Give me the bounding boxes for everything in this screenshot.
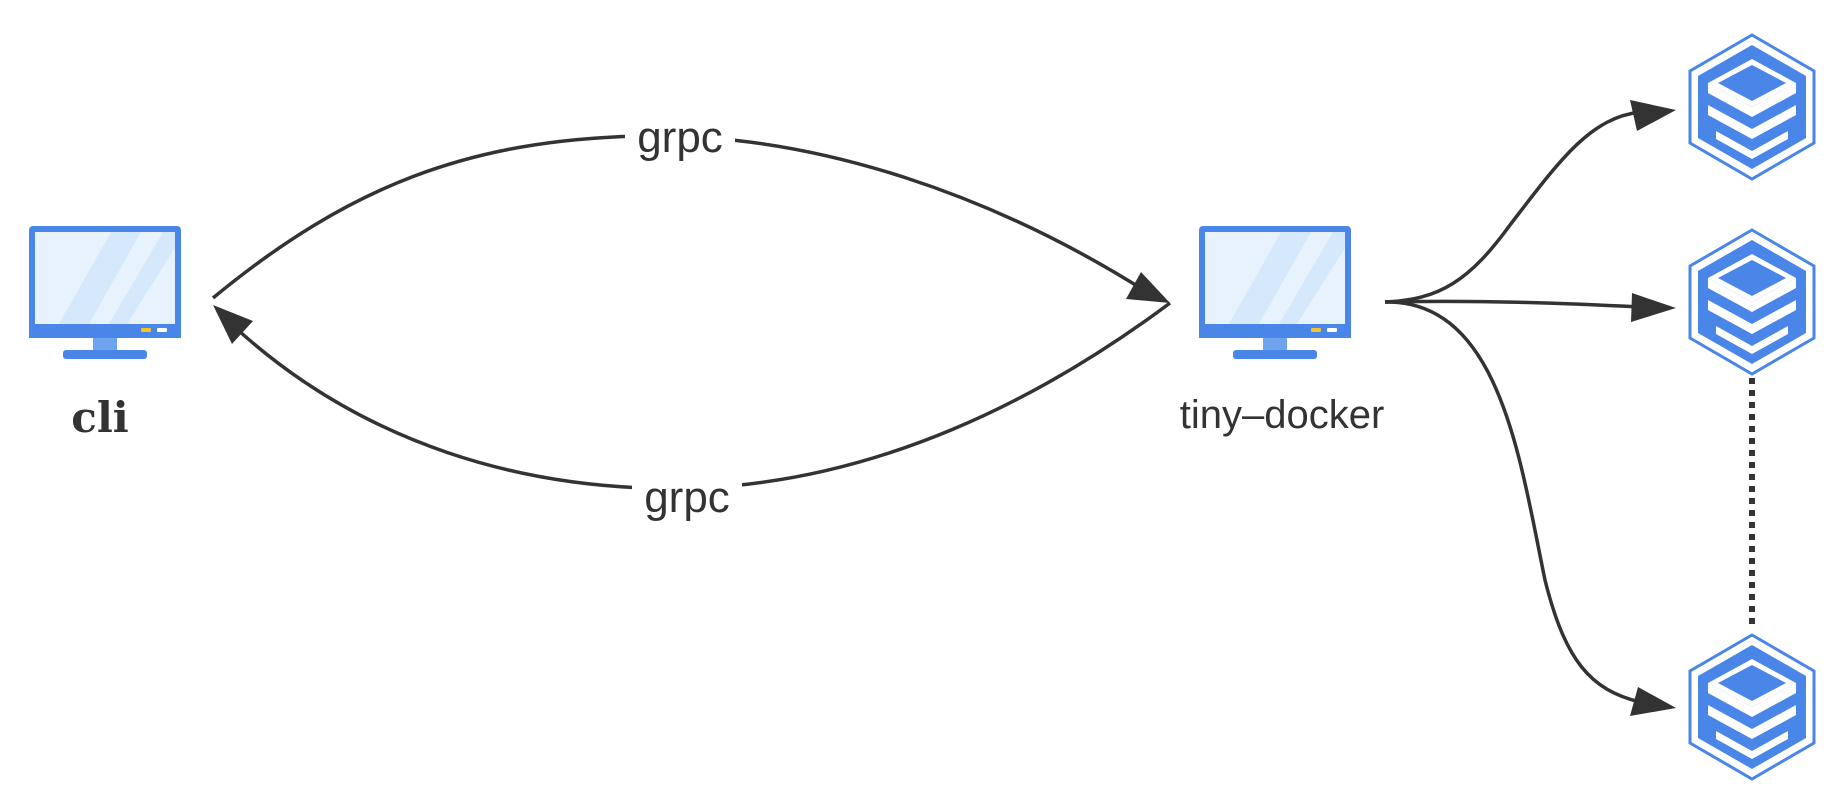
edge-label-grpc-top: grpc [637, 113, 723, 162]
edge-label-bg-bottom [632, 468, 742, 524]
monitor-icon [29, 226, 181, 359]
edge-tiny-docker-to-container-1 [1384, 110, 1641, 304]
arrowhead-container-1 [1630, 100, 1676, 131]
container-node-3[interactable] [1688, 633, 1816, 781]
tiny-docker-node[interactable]: tiny–docker [1180, 226, 1385, 437]
edge-tiny-docker-to-cli [236, 301, 1172, 491]
edge-label-bg-top [625, 108, 735, 164]
container-stack-icon [1688, 228, 1816, 376]
arrowhead-tiny-docker-to-cli [213, 305, 253, 344]
cli-label: cli [71, 393, 128, 442]
arrowhead-cli-to-tiny-docker [1126, 272, 1170, 303]
arrowhead-container-3 [1630, 687, 1676, 716]
edge-label-grpc-bottom: grpc [644, 473, 730, 522]
container-stack-icon [1688, 633, 1816, 781]
tiny-docker-label: tiny–docker [1180, 393, 1385, 437]
edge-tiny-docker-to-container-2 [1384, 299, 1641, 309]
container-stack-icon [1688, 33, 1816, 181]
container-node-2[interactable] [1688, 228, 1816, 376]
arrowhead-container-2 [1631, 293, 1676, 322]
edge-tiny-docker-to-container-3 [1384, 300, 1641, 704]
cli-node[interactable]: cli [29, 226, 181, 442]
container-node-1[interactable] [1688, 33, 1816, 181]
monitor-icon [1199, 226, 1351, 359]
